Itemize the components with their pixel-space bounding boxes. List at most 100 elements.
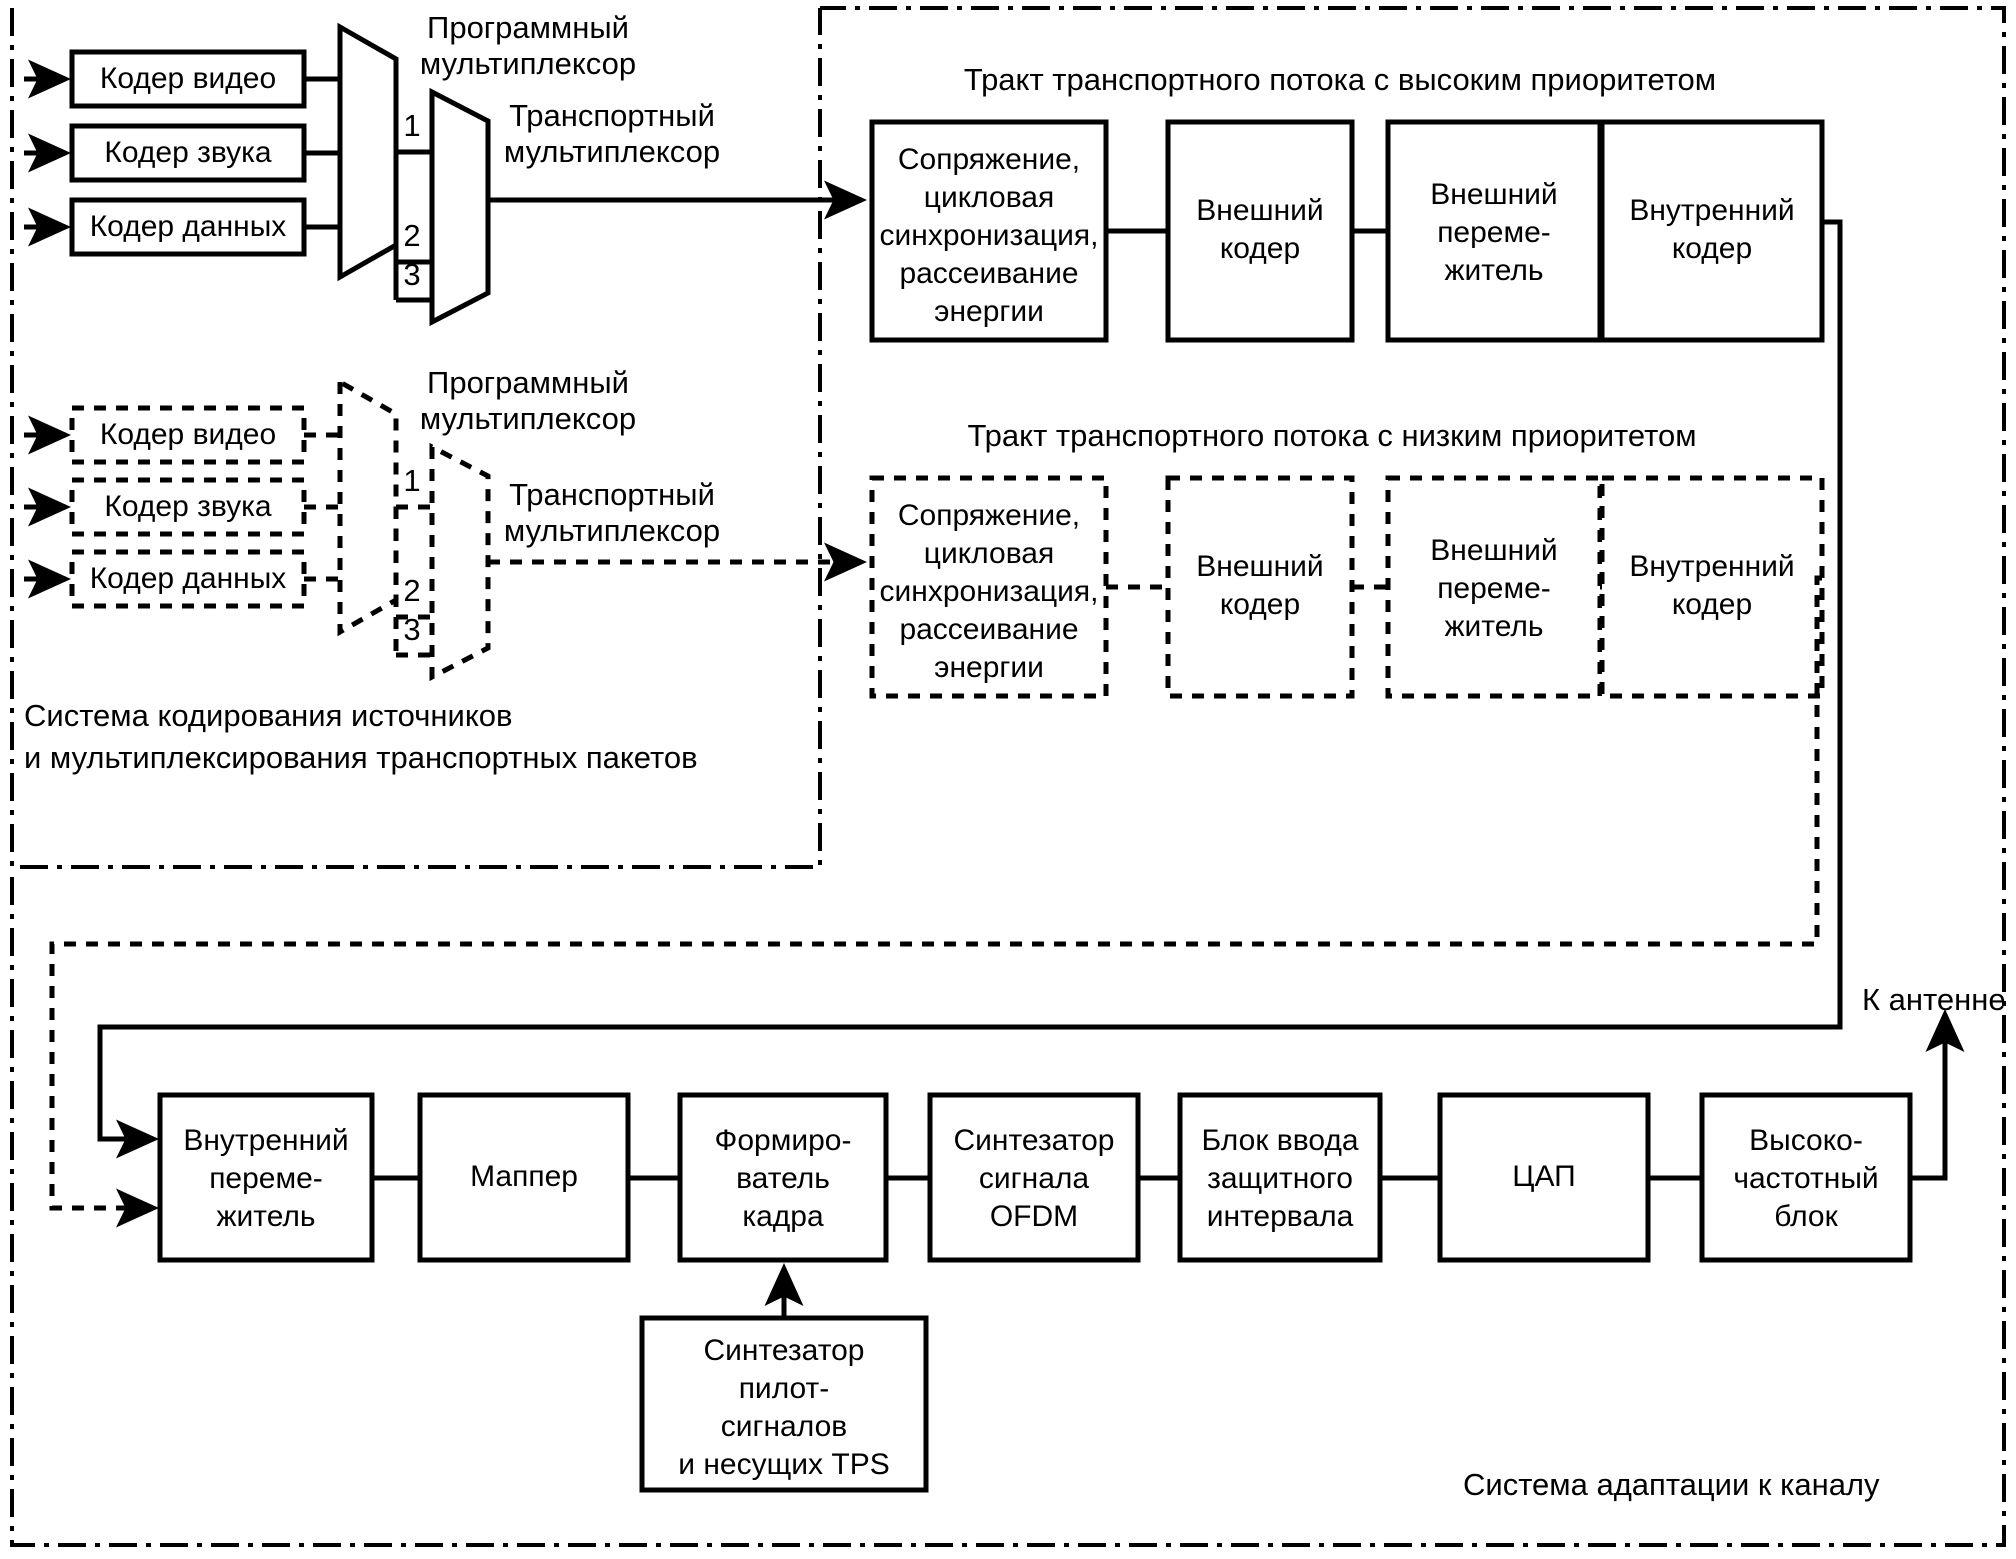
- region-source-coding-border: [10, 8, 822, 869]
- chain-block-6-line-2: блок: [1774, 1200, 1838, 1233]
- path-high-block-3-line-0: Внутренний: [1629, 194, 1794, 227]
- pilot-synthesizer-line-3: и несущих TPS: [678, 1448, 889, 1481]
- path-high-block-3[interactable]: [1599, 119, 1825, 343]
- chain-block-5-line-0: ЦАП: [1512, 1160, 1575, 1193]
- chain-block-0-line-0: Внутренний: [183, 1124, 348, 1157]
- path-high-block-2[interactable]: [1385, 119, 1603, 343]
- chain-block-3[interactable]: [927, 1092, 1141, 1263]
- path-low-block-3[interactable]: [1599, 475, 1825, 699]
- path-low-block-0-line-3: рассеивание: [899, 613, 1078, 646]
- source-coding-caption-line2: и мультиплексирования транспортных пакет…: [24, 740, 698, 775]
- path-high-block-2-line-0: Внешний: [1430, 178, 1557, 211]
- encoder-video-label-low: Кодер видео: [100, 418, 276, 451]
- path-low-block-0[interactable]: [869, 475, 1109, 699]
- path-high-block-0-line-1: цикловая: [924, 181, 1054, 214]
- transport-mux-label-line1-high: Транспортный: [509, 98, 715, 133]
- encoder-data-label-low: Кодер данных: [90, 562, 287, 595]
- chain-block-4-line-1: защитного: [1207, 1162, 1353, 1195]
- program-mux-label-line1-high: Программный: [427, 10, 629, 45]
- source-coding-caption-line1: Система кодирования источников: [24, 698, 512, 733]
- program-mux-label-line2-high: мультиплексор: [420, 46, 636, 81]
- chain-block-4-line-0: Блок ввода: [1201, 1124, 1358, 1157]
- path-low-block-3-line-0: Внутренний: [1629, 550, 1794, 583]
- transport-mux-pin-1-high: 1: [403, 108, 420, 143]
- chain-block-0[interactable]: [157, 1092, 375, 1263]
- path-low-block-2[interactable]: [1385, 475, 1603, 699]
- path-high-block-0-line-0: Сопряжение,: [898, 143, 1080, 176]
- path-low-block-2-line-1: переме-: [1437, 572, 1551, 605]
- chain-block-2-line-2: кадра: [742, 1200, 824, 1233]
- path-high-block-1-line-1: кодер: [1220, 232, 1300, 265]
- encoder-video-label-high: Кодер видео: [100, 62, 276, 95]
- region-channel-adaptation-border: [10, 6, 2006, 1547]
- path-high-block-0-line-2: синхронизация,: [880, 219, 1099, 252]
- program-mux-label-line2-low: мультиплексор: [420, 401, 636, 436]
- path-low-block-0-line-0: Сопряжение,: [898, 499, 1080, 532]
- path-low-feedback-line: [49, 575, 1822, 1228]
- path-low-block-0-line-4: энергии: [934, 651, 1044, 684]
- transport-multiplexer-low[interactable]: [429, 442, 491, 682]
- path-high-block-1-line-0: Внешний: [1196, 194, 1323, 227]
- chain-block-6[interactable]: [1699, 1092, 1913, 1263]
- channel-adaptation-chain: Внутренний переме- житель Маппер Формиро…: [157, 982, 2006, 1493]
- antenna-arrow: [1910, 1008, 1965, 1181]
- path-high-priority: Тракт транспортного потока с высоким при…: [97, 62, 1843, 1159]
- chain-block-3-line-1: сигнала: [979, 1162, 1089, 1195]
- chain-block-5[interactable]: [1437, 1092, 1651, 1263]
- chain-block-4-line-2: интервала: [1207, 1200, 1354, 1233]
- chain-block-4[interactable]: [1177, 1092, 1383, 1263]
- chain-block-6-line-1: частотный: [1733, 1162, 1878, 1195]
- pilot-synthesizer-line-2: сигналов: [721, 1410, 847, 1443]
- encoder-data-box-low[interactable]: [69, 549, 307, 609]
- path-high-block-3-line-1: кодер: [1672, 232, 1752, 265]
- path-low-block-1-line-0: Внешний: [1196, 550, 1323, 583]
- chain-block-2[interactable]: [677, 1092, 889, 1263]
- path-high-block-1[interactable]: [1165, 119, 1355, 343]
- path-high-block-0-line-3: рассеивание: [899, 257, 1078, 290]
- path-high-block-2-line-1: переме-: [1437, 216, 1551, 249]
- chain-block-0-line-1: переме-: [209, 1162, 323, 1195]
- chain-block-1-line-0: Маппер: [470, 1160, 578, 1193]
- transport-mux-pin-3-low: 3: [403, 612, 420, 647]
- path-low-block-2-line-2: житель: [1444, 610, 1543, 643]
- path-low-block-1[interactable]: [1165, 475, 1355, 699]
- encoder-video-box-low[interactable]: [69, 405, 307, 465]
- path-high-block-2-line-2: житель: [1444, 254, 1543, 287]
- program-multiplexer-high[interactable]: [337, 22, 399, 282]
- chain-block-6-line-0: Высоко-: [1749, 1124, 1863, 1157]
- pilot-synthesizer-line-0: Синтезатор: [704, 1334, 865, 1367]
- path-low-title: Тракт транспортного потока с низким прио…: [967, 418, 1696, 453]
- encoder-audio-label-high: Кодер звука: [104, 136, 272, 169]
- chain-block-0-line-2: житель: [216, 1200, 315, 1233]
- chain-block-3-line-0: Синтезатор: [954, 1124, 1115, 1157]
- transport-mux-label-line2-high: мультиплексор: [504, 134, 720, 169]
- path-low-block-3-line-1: кодер: [1672, 588, 1752, 621]
- transport-mux-label-line1-low: Транспортный: [509, 477, 715, 512]
- encoder-audio-box-low[interactable]: [69, 477, 307, 537]
- encoder-audio-label-low: Кодер звука: [104, 490, 272, 523]
- encoder-data-label-high: Кодер данных: [90, 210, 287, 243]
- path-high-title: Тракт транспортного потока с высоким при…: [964, 62, 1716, 97]
- path-low-block-0-line-2: синхронизация,: [880, 575, 1099, 608]
- path-low-priority: Тракт транспортного потока с низким прио…: [49, 418, 1825, 1228]
- chain-block-2-line-1: ватель: [736, 1162, 830, 1195]
- antenna-label: К антенне: [1862, 982, 2006, 1017]
- transport-mux-pin-2-high: 2: [403, 218, 420, 253]
- transport-multiplexer-high[interactable]: [429, 87, 491, 327]
- program-multiplexer-low[interactable]: [337, 377, 399, 637]
- program-mux-label-line1-low: Программный: [427, 365, 629, 400]
- source-group-low: Кодер видео Кодер звука Кодер данных Про…: [24, 365, 868, 682]
- source-group-high: Кодер видео Кодер звука Кодер данных Про…: [24, 10, 868, 327]
- path-low-block-0-line-1: цикловая: [924, 537, 1054, 570]
- path-low-block-2-line-0: Внешний: [1430, 534, 1557, 567]
- channel-adaptation-caption: Система адаптации к каналу: [1463, 1467, 1880, 1502]
- chain-block-2-line-0: Формиро-: [715, 1124, 852, 1157]
- encoder-data-box-high[interactable]: [69, 197, 307, 257]
- source-coding-caption: Система кодирования источников и мультип…: [24, 698, 698, 775]
- path-high-block-0[interactable]: [869, 119, 1109, 343]
- chain-block-3-line-2: OFDM: [990, 1200, 1078, 1233]
- transport-mux-pin-2-low: 2: [403, 573, 420, 608]
- path-low-block-1-line-1: кодер: [1220, 588, 1300, 621]
- path-high-feedback-line: [97, 219, 1843, 1159]
- transport-mux-label-line2-low: мультиплексор: [504, 513, 720, 548]
